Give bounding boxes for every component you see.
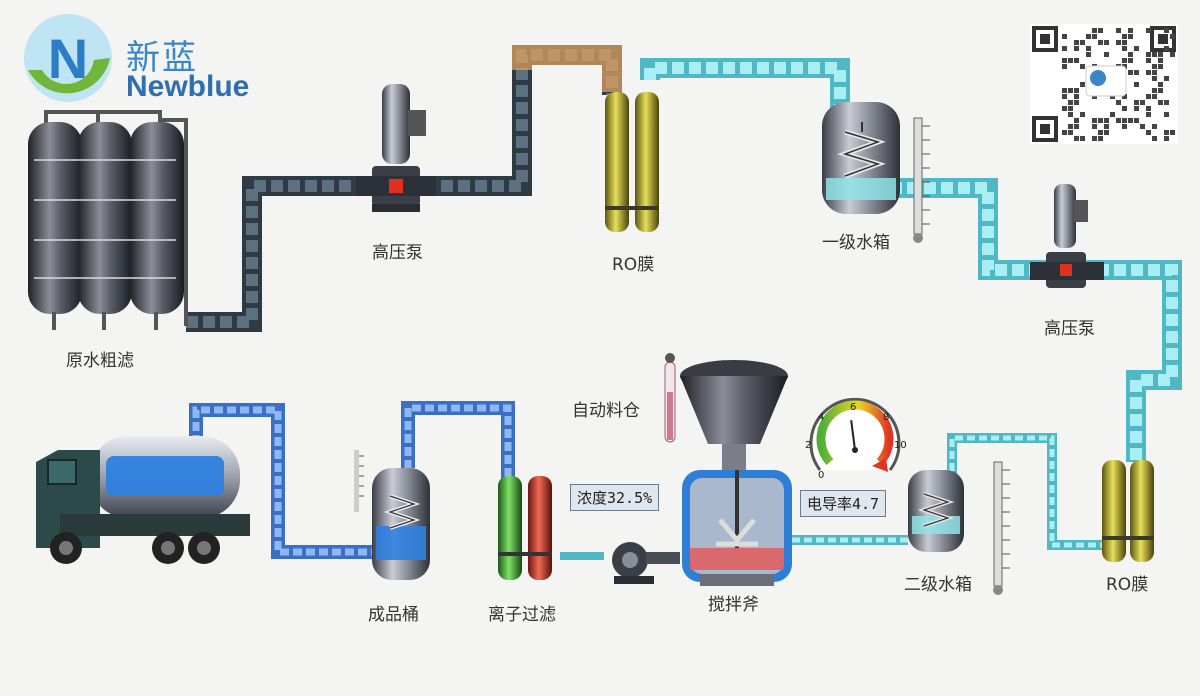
raw-filter-columns[interactable] <box>28 110 188 330</box>
pipe-ro1-to-ro2 <box>640 58 1182 462</box>
transfer-pump[interactable] <box>612 542 680 584</box>
tank-level-1[interactable] <box>822 102 900 214</box>
label-auto-silo: 自动料仓 <box>572 401 640 421</box>
logo-letter: N <box>48 27 88 90</box>
product-tank[interactable] <box>372 468 430 580</box>
gauge-tick: 10 <box>894 440 907 451</box>
gauge-tick: 4 <box>818 412 824 423</box>
tanker-truck[interactable] <box>36 436 250 564</box>
conductivity-gauge: 0 2 4 6 8 10 <box>805 397 907 481</box>
pipe-highlight <box>512 45 622 92</box>
level-gauge-product <box>354 450 364 512</box>
mixer-tank[interactable] <box>682 470 792 586</box>
pipe-mixer-to-truck <box>189 401 604 560</box>
label-mixer: 搅拌斧 <box>708 595 759 615</box>
gauge-tick: 8 <box>883 412 889 423</box>
label-tank-level1: 一级水箱 <box>822 233 890 253</box>
auto-silo[interactable] <box>680 360 788 470</box>
gauge-tick: 6 <box>850 402 856 413</box>
label-tank-level2: 二级水箱 <box>904 575 972 595</box>
brand-name-cn: 新蓝 <box>126 38 198 78</box>
pipe-ro2-to-mixer <box>790 433 1108 550</box>
label-hp-pump-1: 高压泵 <box>372 243 423 263</box>
brand-name-en: Newblue <box>126 70 250 103</box>
newblue-logo: N <box>24 14 112 102</box>
hp-pump-1[interactable] <box>356 84 436 212</box>
ro-membrane-1[interactable] <box>605 92 659 232</box>
label-product-tank: 成品桶 <box>368 605 419 625</box>
tank-level-2[interactable] <box>908 470 964 552</box>
gauge-tick: 0 <box>818 470 824 481</box>
level-gauge-2 <box>993 461 1010 595</box>
conductivity-readout: 电导率4.7 <box>800 490 887 517</box>
ion-filter[interactable] <box>498 476 552 580</box>
label-raw-filter: 原水粗滤 <box>66 351 134 371</box>
silo-thermometer <box>664 353 676 443</box>
concentration-readout: 浓度32.5% <box>570 484 660 511</box>
label-hp-pump-2: 高压泵 <box>1044 319 1095 339</box>
gauge-tick: 2 <box>805 440 811 451</box>
label-ion-filter: 离子过滤 <box>488 605 556 625</box>
label-ro-membrane-2: RO膜 <box>1106 575 1149 595</box>
hp-pump-2[interactable] <box>1030 184 1104 288</box>
label-ro-membrane-1: RO膜 <box>612 255 655 275</box>
ro-membrane-2[interactable] <box>1102 460 1154 562</box>
level-gauge-1 <box>913 117 930 243</box>
qr-code[interactable] <box>1030 24 1178 144</box>
